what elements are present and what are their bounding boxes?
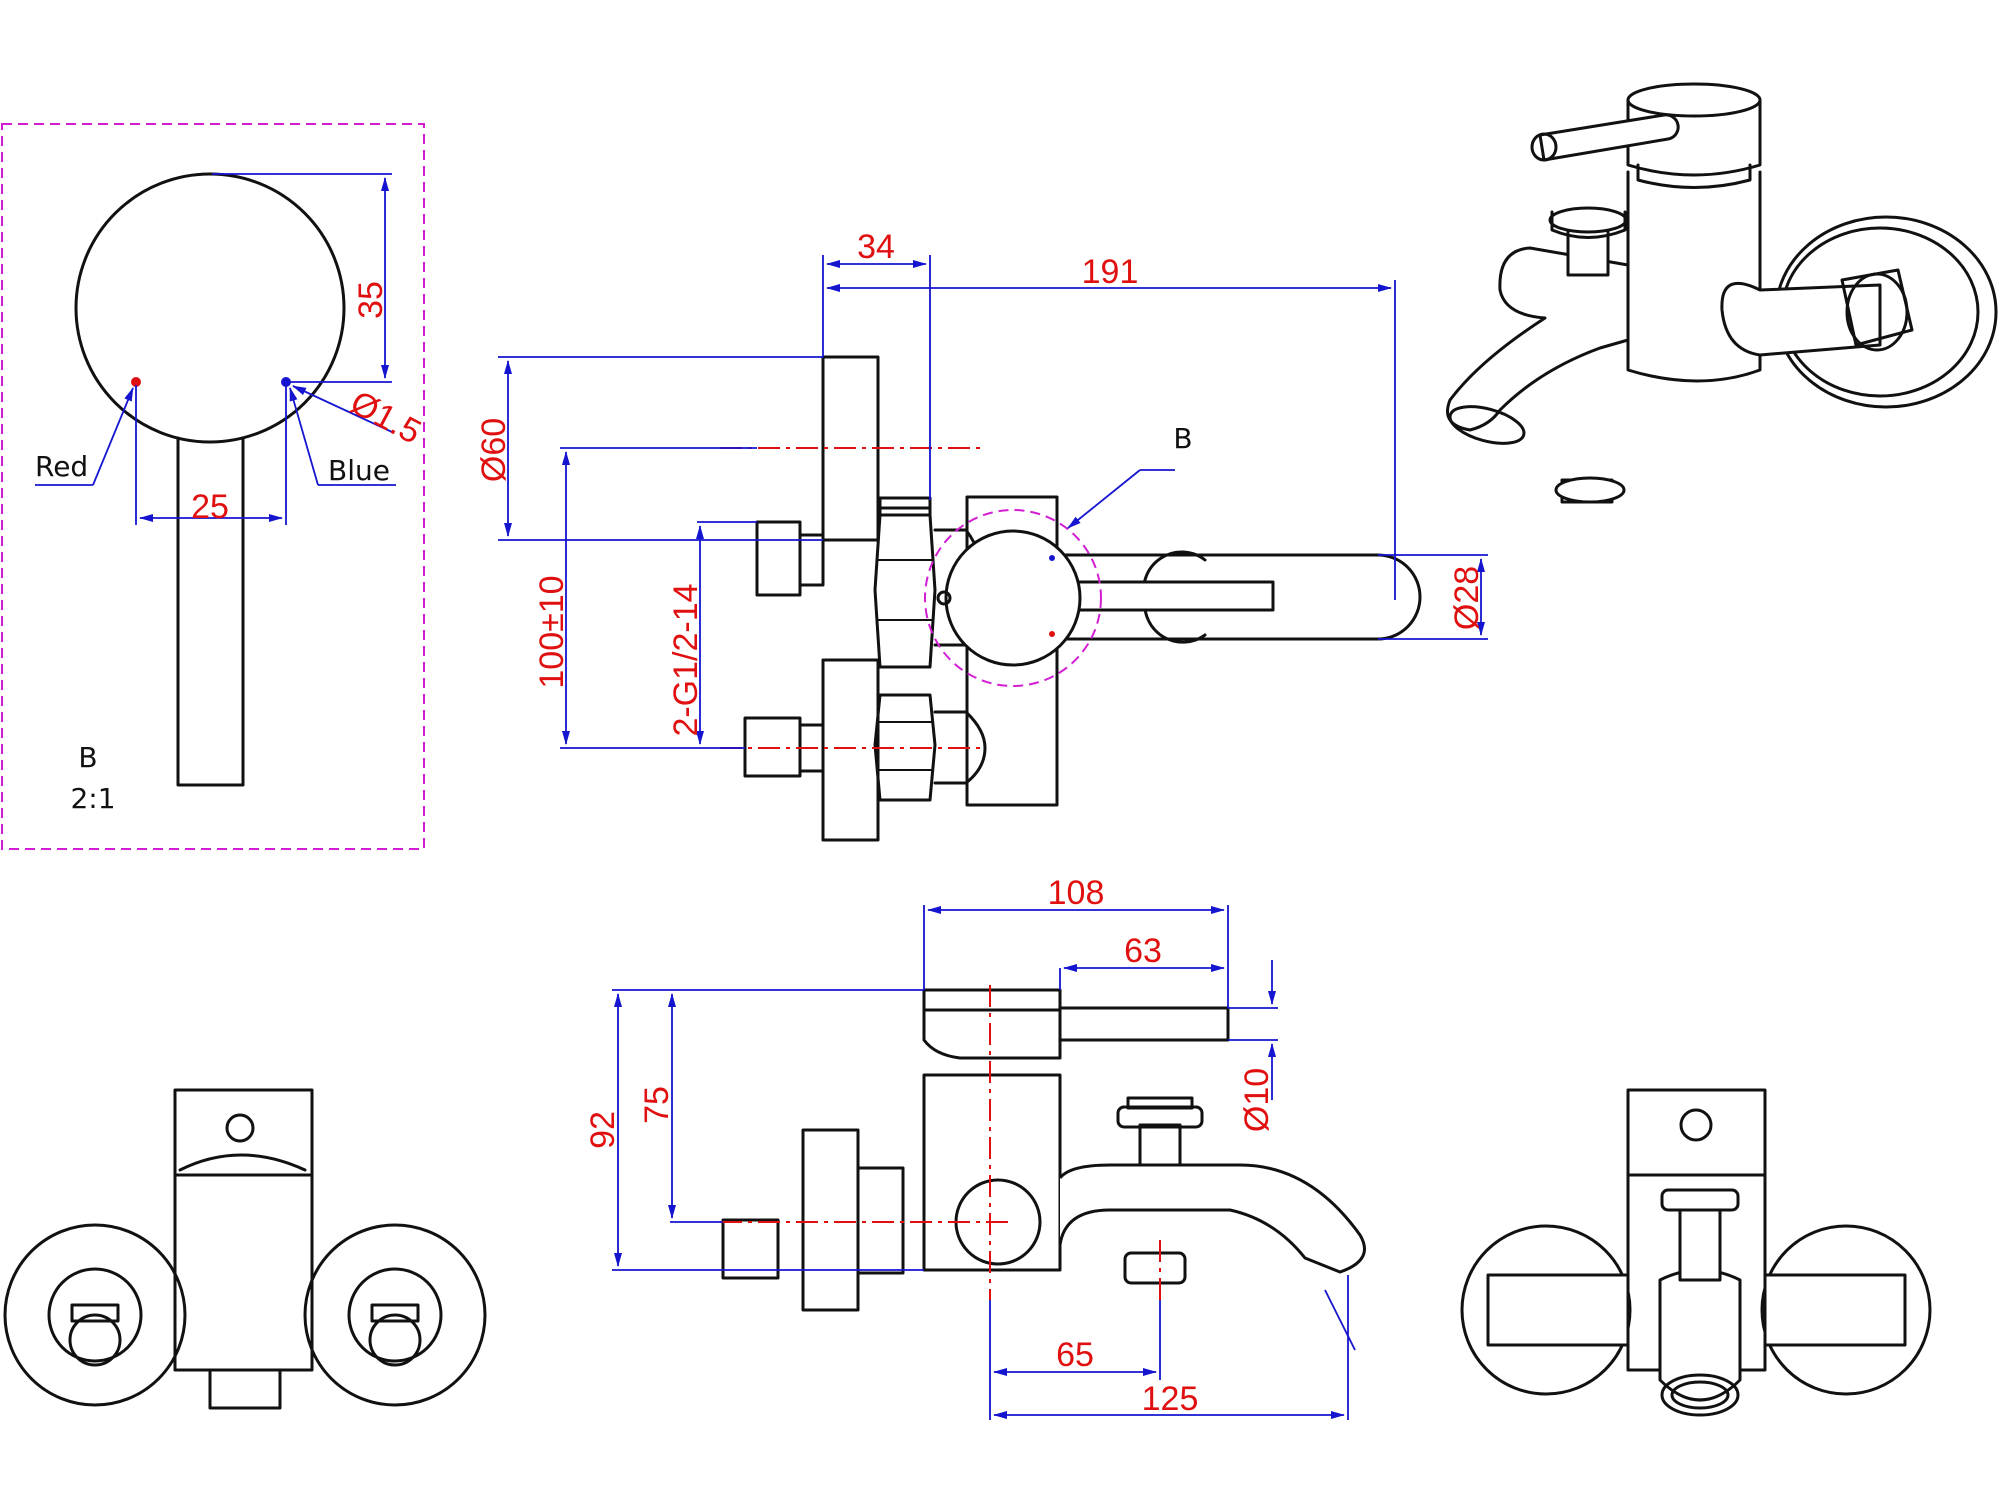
cartridge-knob <box>944 529 1082 667</box>
side-lever <box>1058 1006 1230 1042</box>
br-right-flange <box>1760 1224 1932 1396</box>
iso-body <box>1626 170 1762 383</box>
bottom-right-view <box>1460 1088 1932 1417</box>
side-cap <box>922 988 1062 1012</box>
detail-b-frame <box>1 123 425 850</box>
blue-indicator-dot <box>281 377 291 387</box>
iso-lever <box>1538 113 1680 162</box>
side-view: 108 63 Ø10 92 75 65 125 <box>584 874 1366 1420</box>
lower-hex-nut <box>873 693 937 802</box>
bottom-left-view <box>3 1088 487 1410</box>
dim-diameter-60: Ø60 <box>475 418 513 482</box>
lower-wall-flange <box>821 658 880 842</box>
detail-dim-35: 35 <box>352 281 390 319</box>
detail-scale: 2:1 <box>70 782 115 815</box>
handle-knob-top <box>74 172 346 444</box>
detail-b-marker <box>924 509 1102 687</box>
upper-eccentric-stub <box>755 520 802 597</box>
bl-right-flange <box>303 1223 487 1407</box>
iso-spout <box>1446 246 1630 432</box>
side-body <box>922 1073 1062 1272</box>
dim-65: 65 <box>1056 1336 1094 1374</box>
dim-75: 75 <box>638 1086 676 1124</box>
bl-left-flange <box>3 1223 187 1407</box>
isometric-view <box>1446 82 1998 504</box>
iso-cap <box>1626 82 1762 118</box>
dim-125: 125 <box>1142 1380 1199 1418</box>
front-view: 34 191 Ø60 100±10 2-G1/2-14 Ø28 B <box>475 228 1488 842</box>
detail-dim-hole: Ø1.5 <box>344 384 427 452</box>
dim-63: 63 <box>1124 932 1162 970</box>
dim-92: 92 <box>584 1111 622 1149</box>
red-indicator-dot <box>131 377 141 387</box>
handle-lever <box>176 436 245 787</box>
dim-191: 191 <box>1082 253 1139 291</box>
upper-hex-nut <box>873 513 937 669</box>
dim-diameter-10: Ø10 <box>1238 1068 1276 1132</box>
dim-thread: 2-G1/2-14 <box>667 583 705 736</box>
side-flange <box>801 1128 860 1312</box>
red-callout-label: Red <box>35 450 88 483</box>
spout-arm <box>1055 553 1422 641</box>
mixer-body <box>965 495 1059 807</box>
dim-diameter-28: Ø28 <box>1448 566 1486 630</box>
br-left-flange <box>1460 1224 1632 1396</box>
side-spout <box>1058 1163 1366 1274</box>
bl-body <box>173 1173 314 1372</box>
callout-b: B <box>1173 422 1192 455</box>
dim-100-tolerance: 100±10 <box>533 575 571 688</box>
detail-dim-25: 25 <box>191 488 229 526</box>
dim-34: 34 <box>857 228 895 266</box>
blue-callout-label: Blue <box>328 454 390 487</box>
detail-b-view: 35 25 Ø1.5 Red Blue B 2:1 <box>1 123 427 850</box>
detail-label: B <box>78 741 97 774</box>
dim-108: 108 <box>1048 874 1105 912</box>
lever-handle <box>1058 580 1275 612</box>
